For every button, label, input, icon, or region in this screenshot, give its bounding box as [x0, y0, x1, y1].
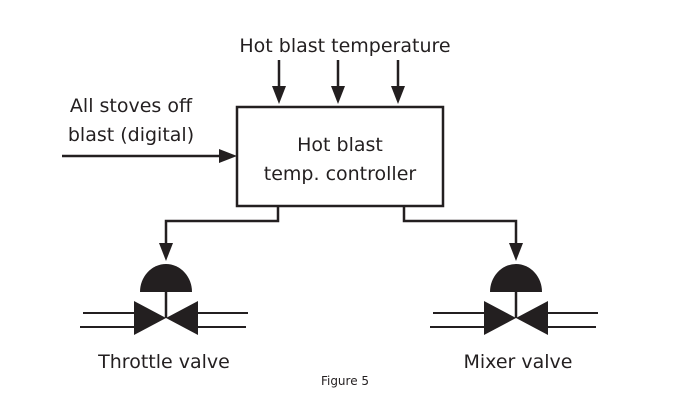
controller-label-line1: Hot blast — [297, 134, 383, 156]
hot-blast-temperature-label: Hot blast temperature — [239, 35, 450, 57]
throttle-actuator-icon — [140, 264, 192, 292]
top-input-arrow-1 — [272, 60, 286, 104]
mixer-actuator-icon — [490, 264, 542, 292]
top-input-arrow-2 — [331, 60, 345, 104]
mixer-valve-body-left — [484, 301, 516, 335]
throttle-valve-body-left — [134, 301, 166, 335]
mixer-signal-line — [402, 206, 523, 261]
throttle-valve-label: Throttle valve — [97, 351, 230, 373]
controller-label-line2: temp. controller — [264, 163, 417, 185]
mixer-valve-label: Mixer valve — [464, 351, 573, 373]
figure-caption: Figure 5 — [321, 374, 369, 388]
left-input-arrow — [62, 149, 237, 163]
mixer-valve-body-right — [516, 301, 548, 335]
controller-box — [235, 105, 445, 208]
all-stoves-off-label-line2: blast (digital) — [68, 124, 194, 146]
throttle-valve-body-right — [166, 301, 198, 335]
throttle-signal-line — [159, 206, 280, 261]
all-stoves-off-label-line1: All stoves off — [70, 95, 193, 117]
throttle-valve-icon — [80, 264, 248, 335]
top-input-arrow-3 — [391, 60, 405, 104]
mixer-valve-icon — [430, 264, 598, 335]
